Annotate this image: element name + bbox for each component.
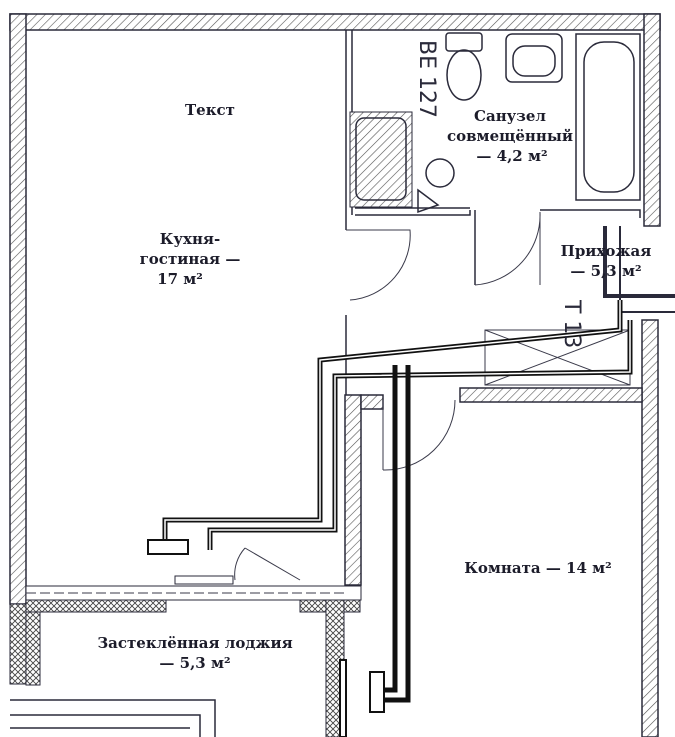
- room-hallway: Прихожая — 5,3 м²: [561, 242, 652, 280]
- room-area: — 5,3 м²: [159, 654, 230, 672]
- sink-icon: [505, 33, 563, 83]
- drain-icon: [425, 158, 455, 188]
- room-area: — 5,3 м²: [570, 262, 641, 280]
- room-loggia: Застеклённая лоджия — 5,3 м²: [97, 634, 292, 672]
- vent-icon: [417, 188, 440, 214]
- pipes: [147, 300, 633, 737]
- placeholder-text: Текст: [185, 101, 235, 119]
- room-kitchen-living: Кухня- гостиная — 17 м²: [140, 230, 241, 288]
- room-bedroom: Комната — 14 м²: [464, 559, 612, 577]
- bathtub-icon: [575, 33, 641, 201]
- room-area: 17 м²: [157, 270, 203, 288]
- bathroom-fixtures: [349, 32, 641, 214]
- room-bathroom: Санузел совмещённый — 4,2 м²: [447, 107, 573, 165]
- washing-machine-icon: [349, 111, 413, 208]
- interior-walls: [10, 30, 643, 737]
- room-label: гостиная —: [140, 250, 241, 268]
- riser-label: ВЕ 127: [414, 40, 439, 118]
- outer-walls: [9, 13, 675, 737]
- room-label: Застеклённая лоджия: [97, 634, 292, 652]
- room-label: Кухня-: [160, 230, 220, 248]
- toilet-icon: [445, 32, 483, 101]
- room-label: совмещённый: [447, 127, 573, 145]
- room-label: Комната — 14 м²: [464, 559, 612, 577]
- riser-label: Т 13: [559, 299, 584, 348]
- room-label: Санузел: [474, 107, 546, 125]
- room-label: Прихожая: [561, 242, 652, 260]
- room-area: — 4,2 м²: [476, 147, 547, 165]
